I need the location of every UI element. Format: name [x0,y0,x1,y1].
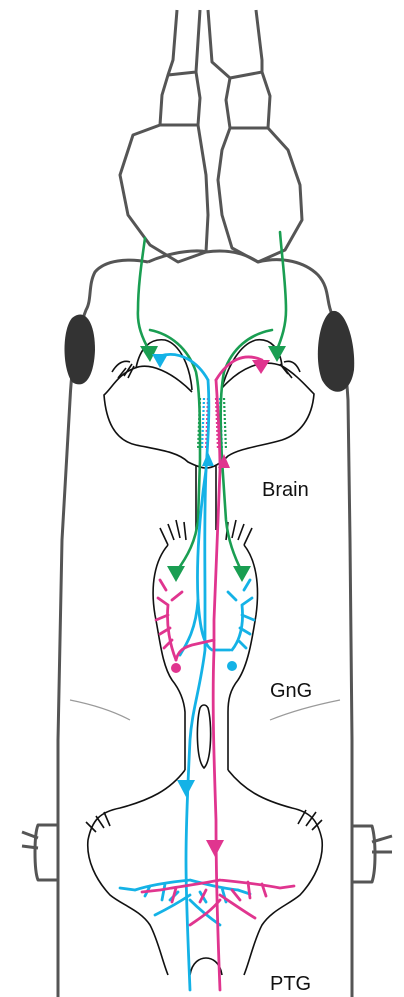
cyan-neurons [120,354,254,990]
ptg-bottom-notch [190,958,222,975]
gng-top-left-ticks [160,520,186,545]
brain-label: Brain [262,479,309,501]
green-arrow-right-brain [268,346,286,362]
right-antenna-segment-1 [208,10,262,78]
midline-dots-green-right [224,398,226,450]
cyan-arrow-ptg [177,780,195,797]
magenta-arrow-ptg [206,840,224,857]
magenta-gng-crossing [176,640,214,660]
magenta-neurons [142,357,294,990]
leg-stubs [22,825,392,882]
green-left-antennal-axon [138,238,150,352]
left-antenna-segment-3 [120,125,208,262]
cyan-arrow-up-brain [202,452,214,466]
left-cuticle-line [70,700,130,720]
ptg-label: PTG [270,973,311,995]
left-eye [65,315,96,385]
magenta-gng-soma [171,663,181,673]
left-leg-stub [35,825,58,880]
gng-inner-hole [197,705,210,768]
magenta-gng-arbor-left [156,580,182,660]
right-cuticle-line [270,700,340,720]
gng-label: GnG [270,680,312,702]
right-leg-stub [352,826,375,882]
green-neurons [138,232,286,572]
left-antenna-segment-1 [168,10,200,75]
cuticle-lines [70,700,340,720]
ptg-neuropil [86,770,322,975]
cyan-gng-arbor-right [228,580,254,650]
ptg-left-nerve-ticks [86,812,110,832]
right-antenna-segment-3 [218,128,302,262]
ptg-outline [88,770,323,975]
right-antenna-segment-2 [226,72,270,128]
green-left-descending [150,330,200,572]
cyan-arrow-left-brain [152,354,168,368]
right-brain-nerve-ticks [280,361,300,378]
antennae [120,10,302,262]
cyan-gng-soma [227,661,237,671]
green-arrow-left-gng [167,566,185,582]
right-eye [318,311,354,392]
green-arrow-right-gng [233,566,251,582]
cyan-left-brain-branch [160,354,208,380]
left-antenna-segment-2 [160,72,200,125]
magenta-arrow-right-brain [252,360,270,374]
midline-dots-cyan-left [202,398,204,450]
